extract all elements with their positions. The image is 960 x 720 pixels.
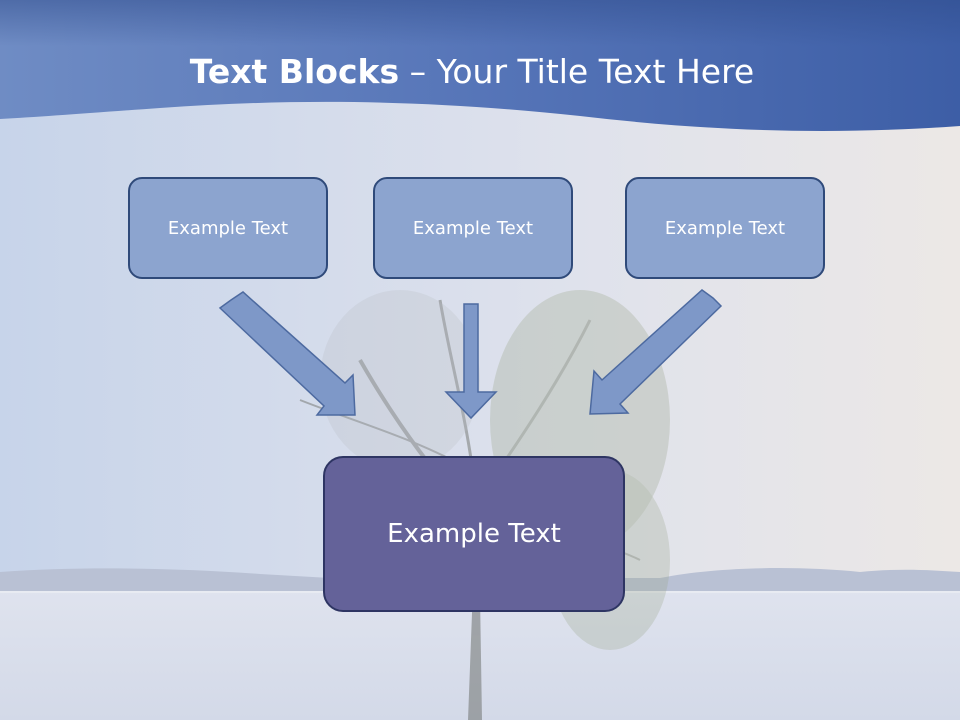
text-block-right-label: Example Text [664, 217, 786, 239]
text-block-left: Example Text [128, 177, 328, 279]
text-block-middle: Example Text [373, 177, 573, 279]
title-separator: – [399, 52, 437, 91]
text-block-right: Example Text [625, 177, 825, 279]
title-bold: Text Blocks [189, 52, 400, 91]
text-block-bottom: Example Text [323, 456, 625, 612]
text-block-left-label: Example Text [167, 217, 289, 239]
page-title: Text Blocks – Your Title Text Here [0, 52, 944, 91]
title-rest: Your Title Text Here [436, 52, 755, 91]
text-block-middle-label: Example Text [412, 217, 534, 239]
text-block-bottom-label: Example Text [387, 519, 561, 549]
